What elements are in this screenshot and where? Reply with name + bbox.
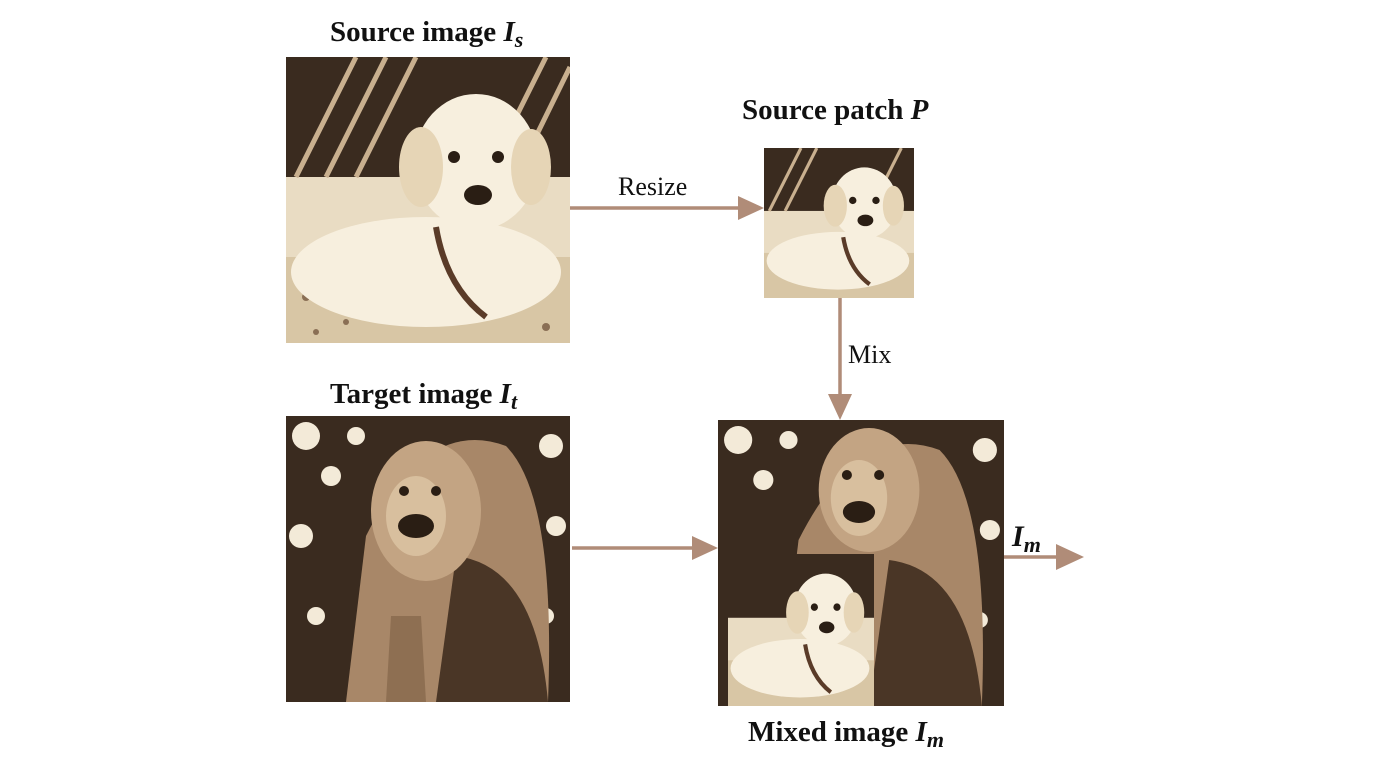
source-image (286, 57, 570, 343)
source-image-label: Source image Is (330, 16, 524, 52)
resize-edge-label: Resize (618, 172, 688, 201)
target-arrow-head (692, 536, 718, 560)
mixed-image-label: Mixed image Im (748, 716, 944, 752)
dog-photo-icon (764, 148, 914, 298)
mix-arrow-head (828, 394, 852, 420)
output-label: Im (1012, 520, 1041, 557)
source-patch (764, 148, 914, 298)
mix-edge-label: Mix (848, 340, 892, 369)
target-image (286, 416, 570, 702)
lion-photo-icon (286, 416, 570, 702)
mixed-patch-inset (728, 554, 874, 706)
target-image-label: Target image It (330, 378, 518, 414)
dog-photo-icon (286, 57, 570, 343)
source-patch-label: Source patch P (742, 94, 929, 126)
resize-arrow-head (738, 196, 764, 220)
dog-photo-icon (728, 554, 874, 706)
mixed-image (718, 420, 1004, 706)
output-arrow-head (1056, 544, 1084, 570)
